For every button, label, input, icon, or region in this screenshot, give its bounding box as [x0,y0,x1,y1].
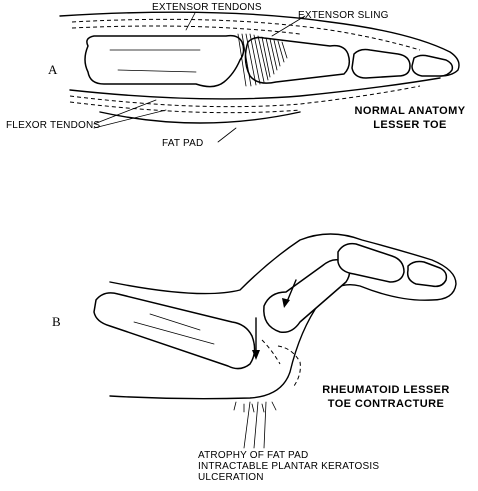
normal-anatomy-caption: NORMAL ANATOMY LESSER TOE [350,104,470,132]
plantar-notes: ATROPHY OF FAT PAD INTRACTABLE PLANTAR K… [198,450,379,483]
note-ulceration: ULCERATION [198,472,264,483]
extensor-sling-label: EXTENSOR SLING [298,10,389,21]
caption-line: TOE CONTRACTURE [327,398,445,410]
flexor-tendons-label: FLEXOR TENDONS [6,120,101,131]
note-fat-pad-atrophy: ATROPHY OF FAT PAD [198,450,309,461]
panel-label-a: A [48,62,58,77]
contracted-toe-drawing [93,233,457,449]
note-plantar-keratosis: INTRACTABLE PLANTAR KERATOSIS [198,461,380,472]
extensor-tendons-label: EXTENSOR TENDONS [152,2,262,13]
extensor-sling-hatching [237,33,288,87]
contracture-caption: RHEUMATOID LESSER TOE CONTRACTURE [316,383,456,411]
caption-line: NORMAL ANATOMY [354,105,466,117]
fat-pad-label: FAT PAD [162,138,204,149]
caption-line: RHEUMATOID LESSER [322,384,450,396]
panel-label-b: B [52,314,61,329]
normal-toe-drawing [59,11,460,143]
caption-line: LESSER TOE [373,119,447,131]
